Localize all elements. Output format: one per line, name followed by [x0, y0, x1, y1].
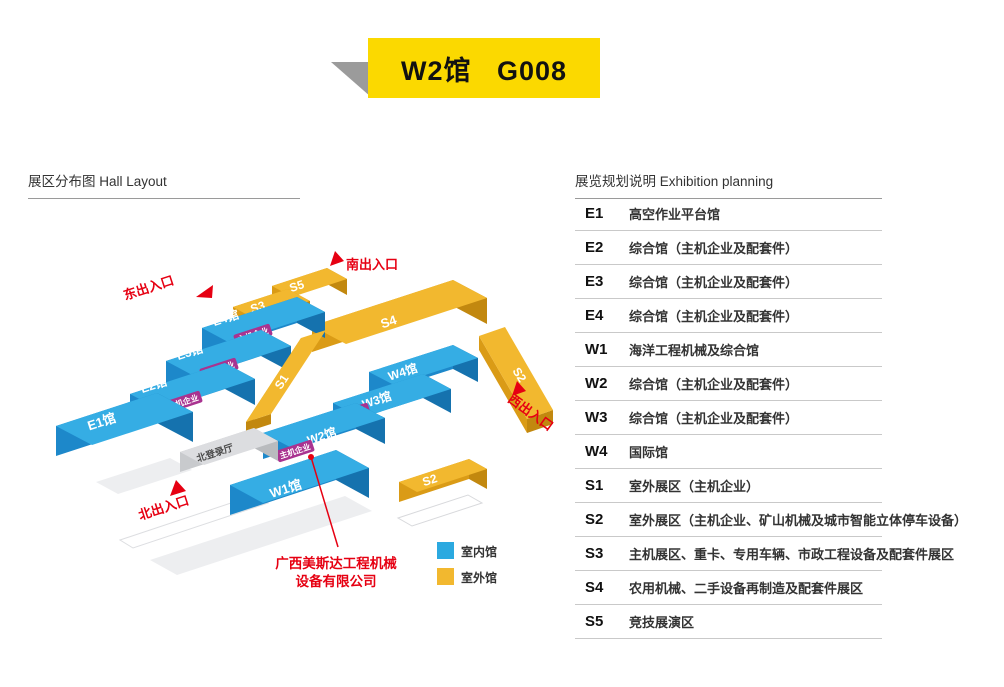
hall-e1: E1馆	[56, 393, 193, 456]
north-entrance-label: 北出入口	[137, 493, 191, 523]
area-s2: S2	[479, 327, 553, 433]
hall-w2: W2馆 主机企业	[263, 403, 385, 463]
south-entrance-arrow-icon	[330, 251, 344, 266]
outdoor-legend-label: 室外馆	[461, 570, 497, 585]
hall-desc: 国际馆	[629, 445, 669, 460]
map-legend: 室内馆 室外馆	[437, 542, 497, 585]
outdoor-legend-swatch	[437, 568, 454, 585]
north-entrance-arrow-icon	[170, 480, 186, 496]
hall-code: E1	[585, 205, 604, 222]
table-row: E4 综合馆（主机企业及配套件）	[575, 299, 882, 333]
hall-layout-map: S5 S3 S4 S2 E4馆 主机企业 E3馆	[56, 251, 556, 589]
hall-desc: 综合馆（主机企业及配套件）	[629, 377, 799, 392]
hall-w1: W1馆	[230, 450, 369, 515]
hall-desc: 综合馆（主机企业及配套件）	[629, 309, 799, 324]
company-name-line2: 设备有限公司	[296, 573, 377, 589]
table-row: W3 综合馆（主机企业及配套件）	[575, 401, 882, 435]
hall-code: S2	[585, 511, 604, 528]
banner-ribbon-fold-icon	[331, 62, 371, 97]
hall-code: W3	[585, 409, 608, 426]
hall-code: E4	[585, 307, 604, 324]
hall-desc: 竞技展演区	[629, 615, 695, 630]
hall-desc: 综合馆（主机企业及配套件）	[629, 241, 799, 256]
area-s5-label: S5	[288, 277, 307, 295]
hall-code: W1	[585, 341, 608, 358]
table-row: W1 海洋工程机械及综合馆	[575, 333, 882, 367]
south-entrance-label: 南出入口	[346, 257, 398, 272]
indoor-legend-label: 室内馆	[461, 544, 497, 559]
east-entrance-label: 东出入口	[122, 273, 176, 303]
hall-desc: 综合馆（主机企业及配套件）	[629, 411, 799, 426]
north-login-hall: 北登录厅	[180, 428, 278, 472]
west-entrance-arrow-icon	[512, 381, 526, 396]
company-callout: 广西美斯达工程机械 设备有限公司	[275, 454, 397, 589]
hall-desc: 室外展区（主机企业、矿山机械及城市智能立体停车设备）	[629, 513, 968, 528]
hall-code: W4	[585, 443, 608, 460]
area-s2-label: S2	[510, 365, 530, 385]
hall-code: S1	[585, 477, 604, 494]
hall-desc: 主机展区、重卡、专用车辆、市政工程设备及配套件展区	[629, 547, 955, 562]
hall-desc: 室外展区（主机企业）	[629, 479, 760, 494]
table-row: S1 室外展区（主机企业）	[575, 469, 882, 503]
hall-w4: W4馆	[369, 345, 478, 396]
south-entrance: 南出入口	[330, 251, 398, 272]
north-entrance: 北出入口	[137, 480, 191, 523]
hall-desc: 农用机械、二手设备再制造及配套件展区	[629, 581, 864, 596]
table-row: S5 竞技展演区	[575, 605, 882, 639]
hall-code: W2	[585, 375, 608, 392]
hall-code: S5	[585, 613, 604, 630]
east-entrance: 东出入口	[122, 273, 213, 303]
indoor-legend-swatch	[437, 542, 454, 559]
exhibition-planning-heading: 展览规划说明 Exhibition planning	[575, 170, 882, 199]
area-s4: S4	[312, 280, 487, 352]
area-s1: S1	[246, 330, 326, 432]
hall-layout-heading: 展区分布图 Hall Layout	[28, 170, 300, 199]
table-row: S4 农用机械、二手设备再制造及配套件展区	[575, 571, 882, 605]
east-entrance-arrow-icon	[196, 285, 213, 298]
table-row: W4 国际馆	[575, 435, 882, 469]
title-banner: W2馆 G008	[368, 38, 600, 98]
callout-line	[310, 456, 339, 548]
page-title: W2馆 G008	[400, 55, 568, 86]
hall-code: S4	[585, 579, 604, 596]
table-row: W2 综合馆（主机企业及配套件）	[575, 367, 882, 401]
hall-code: E2	[585, 239, 604, 256]
area-s1-label: S1	[272, 372, 292, 392]
table-row: S2 室外展区（主机企业、矿山机械及城市智能立体停车设备）	[575, 503, 967, 537]
hall-desc: 综合馆（主机企业及配套件）	[629, 275, 799, 290]
hall-code: S3	[585, 545, 604, 562]
area-s2b: S2	[399, 459, 487, 502]
area-s4-label: S4	[379, 312, 399, 331]
hall-code: E3	[585, 273, 604, 290]
hall-desc: 高空作业平台馆	[629, 207, 721, 222]
area-s2b-label: S2	[421, 471, 440, 489]
exhibition-planning-table: E1 高空作业平台馆 E2 综合馆（主机企业及配套件） E3 综合馆（主机企业及配套件…	[575, 197, 967, 639]
company-name-line1: 广西美斯达工程机械	[275, 555, 397, 571]
map-ground	[96, 458, 484, 575]
table-row: E3 综合馆（主机企业及配套件）	[575, 265, 882, 299]
table-row: S3 主机展区、重卡、专用车辆、市政工程设备及配套件展区	[575, 537, 954, 571]
table-row: E1 高空作业平台馆	[575, 197, 882, 231]
table-row: E2 综合馆（主机企业及配套件）	[575, 231, 882, 265]
hall-desc: 海洋工程机械及综合馆	[629, 343, 760, 358]
